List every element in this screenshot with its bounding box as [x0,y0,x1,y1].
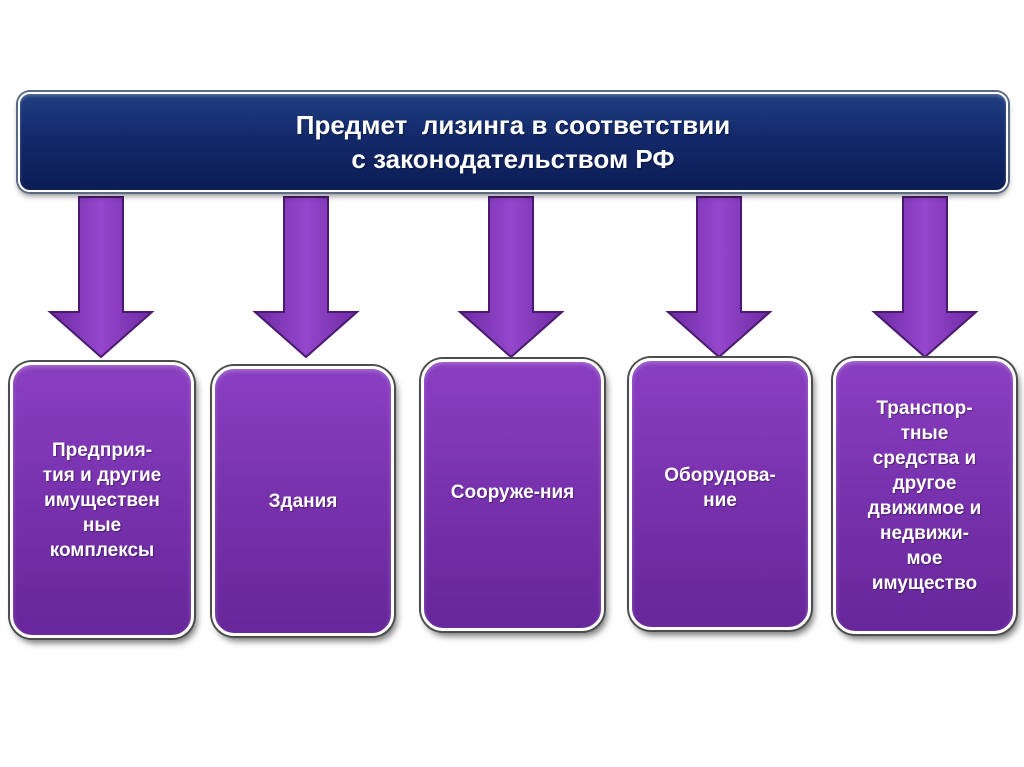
header-title-line-1: Предмет лизинга в соответствии [295,110,731,140]
card-equipment: Оборудова- ние [629,358,811,630]
arrow-down-icon-3 [457,196,565,359]
arrow-down-icon-2 [252,196,360,359]
arrow-down-icon-4 [665,196,773,359]
card-label-structures: Сооруже-ния [450,481,575,503]
card-label-equipment: Оборудова- ние [664,465,776,511]
card-label-buildings: Здания [268,490,338,512]
card-structures: Сооруже-ния [421,359,604,631]
arrow-down-icon-5 [871,196,979,359]
card-label-vehicles: Транспор- тные средства и другое движимо… [867,398,982,594]
arrow-down-icon-1 [47,196,155,359]
header-box: Предмет лизинга в соответствии с законод… [18,92,1008,192]
card-buildings: Здания [212,366,394,636]
card-vehicles: Транспор- тные средства и другое движимо… [833,358,1016,634]
header-title-line-2: с законодательством РФ [351,144,675,174]
card-label-enterprises: Предприя- тия и другие имуществен ные ко… [42,439,162,561]
card-enterprises: Предприя- тия и другие имуществен ные ко… [10,362,194,638]
